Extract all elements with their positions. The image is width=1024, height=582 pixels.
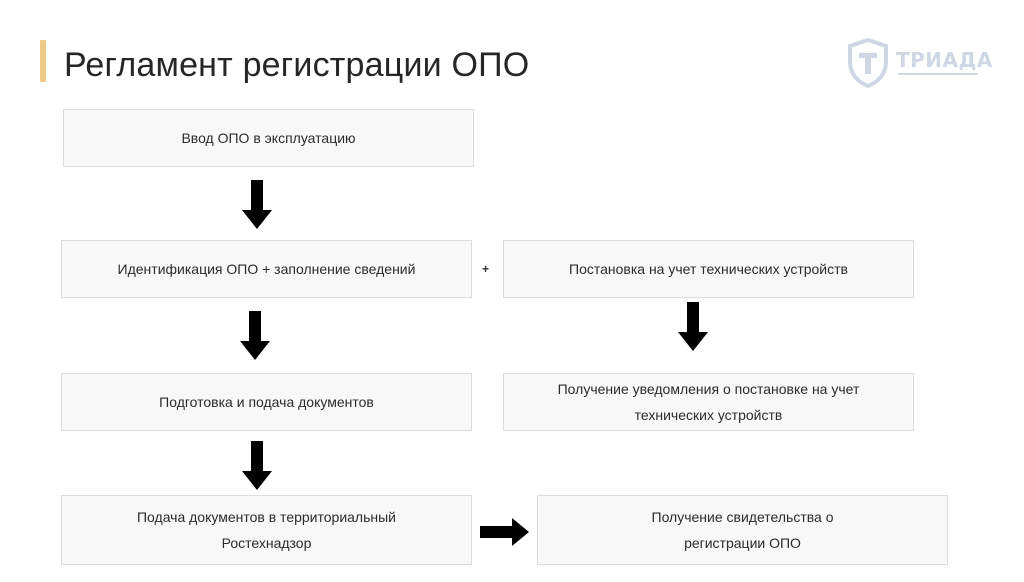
shield-icon	[848, 38, 888, 88]
page-title: Регламент регистрации ОПО	[64, 46, 530, 84]
arrow-down-4	[242, 441, 272, 490]
node-preparation: Подготовка и подача документов	[61, 373, 472, 431]
node-preparation-label: Подготовка и подача документов	[159, 394, 374, 410]
node-submission-line2: Ростехнадзор	[221, 535, 312, 551]
node-commissioning-label: Ввод ОПО в эксплуатацию	[181, 130, 356, 146]
node-submission-line1: Подача документов в территориальный	[136, 509, 397, 525]
arrow-down-3	[678, 302, 708, 351]
node-identification: Идентификация ОПО + заполнение сведений	[61, 240, 472, 298]
logo-underline	[898, 73, 978, 75]
node-device-registration-label: Постановка на учет технических устройств	[569, 261, 848, 277]
node-device-registration: Постановка на учет технических устройств	[503, 240, 914, 298]
node-certificate-line1: Получение свидетельства о	[651, 509, 834, 525]
logo-text: ТРИАДА	[896, 48, 993, 72]
node-notification-line1: Получение уведомления о постановке на уч…	[557, 381, 860, 397]
arrow-right	[480, 518, 529, 546]
title-accent-bar	[40, 40, 46, 82]
arrow-down-2	[240, 311, 270, 360]
node-notification-line2: технических устройств	[634, 407, 783, 423]
node-certificate: Получение свидетельства о регистрации ОП…	[537, 495, 948, 565]
node-submission: Подача документов в территориальный Рост…	[61, 495, 472, 565]
node-notification: Получение уведомления о постановке на уч…	[503, 373, 914, 431]
arrow-down-1	[242, 180, 272, 229]
node-commissioning: Ввод ОПО в эксплуатацию	[63, 109, 474, 167]
node-certificate-line2: регистрации ОПО	[684, 535, 801, 551]
plus-connector: +	[482, 262, 490, 276]
node-identification-label: Идентификация ОПО + заполнение сведений	[117, 261, 416, 277]
triada-logo: ТРИАДА	[846, 38, 992, 88]
